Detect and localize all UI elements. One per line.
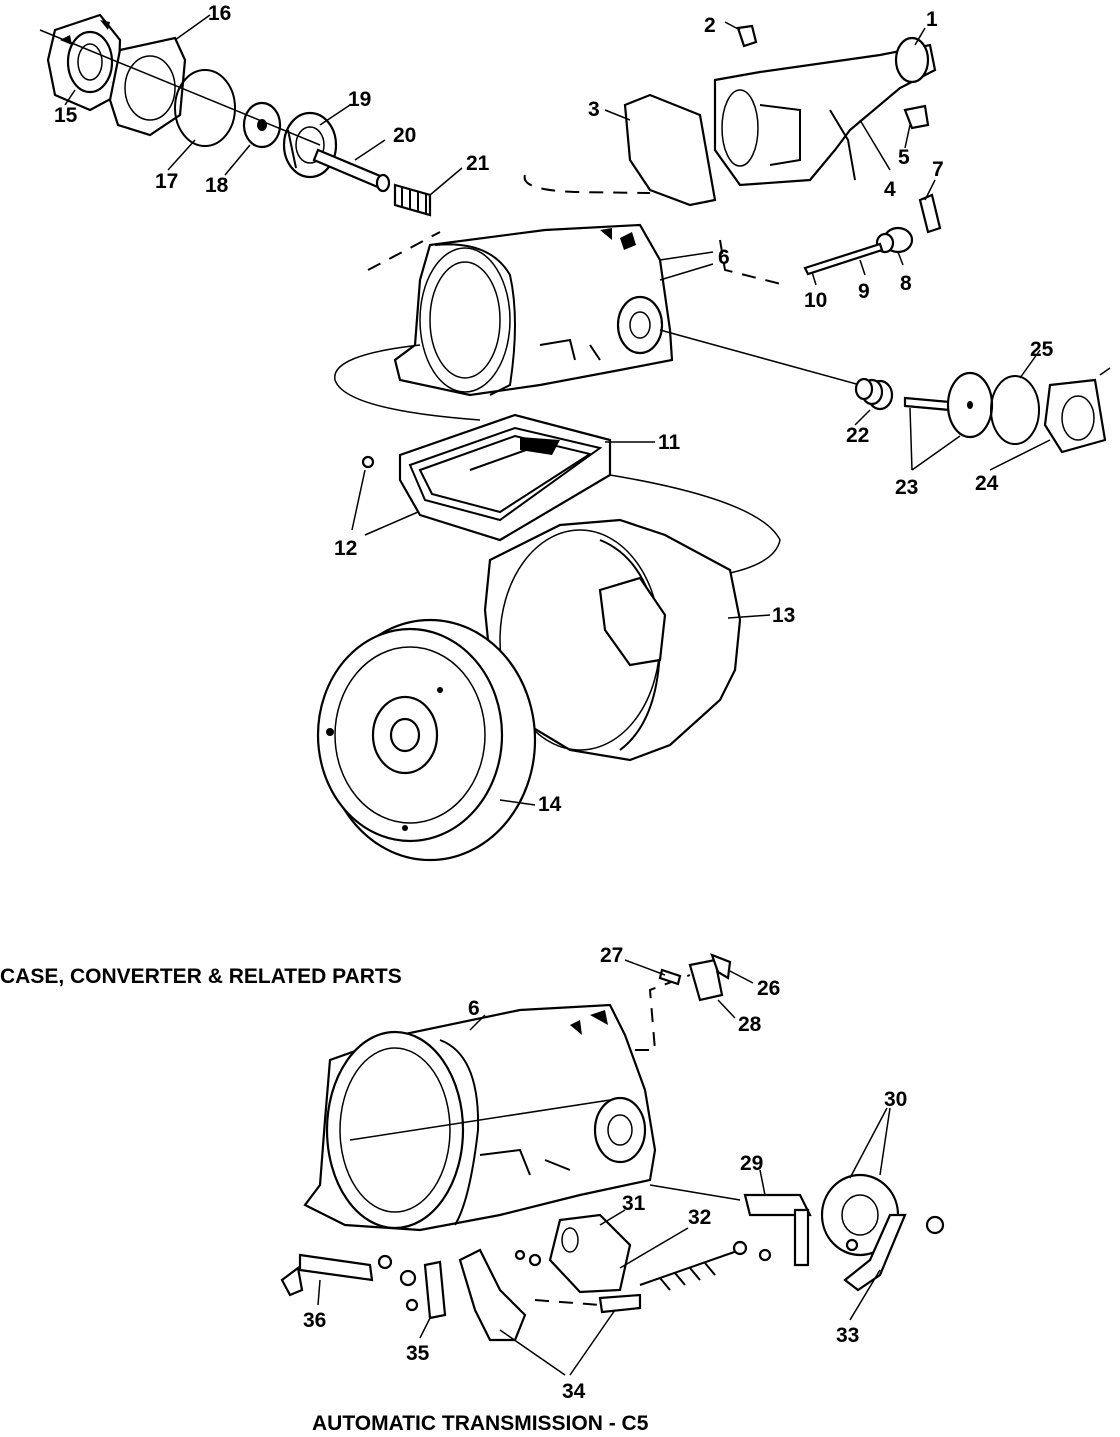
callout-1: 1 xyxy=(926,8,938,31)
callout-6-lower: 6 xyxy=(468,997,480,1020)
part-gasket-3 xyxy=(623,93,717,207)
part-torque-converter xyxy=(316,618,537,862)
callout-8: 8 xyxy=(900,272,912,295)
callout-29: 29 xyxy=(740,1152,763,1175)
callout-2: 2 xyxy=(704,14,716,37)
callout-32: 32 xyxy=(688,1206,711,1229)
callout-33: 33 xyxy=(836,1324,859,1347)
callout-22: 22 xyxy=(846,424,869,447)
callout-4: 4 xyxy=(884,178,896,201)
callout-20: 20 xyxy=(393,124,416,147)
part-o-ring-25 xyxy=(990,375,1040,445)
part-spring-rod-32 xyxy=(639,1240,748,1291)
part-linkage-34 xyxy=(458,1248,642,1342)
callout-31: 31 xyxy=(622,1192,646,1215)
callout-13: 13 xyxy=(772,604,795,627)
part-extension-housing xyxy=(713,36,937,187)
part-servo-cover-24 xyxy=(1043,378,1107,454)
callout-23: 23 xyxy=(895,476,918,499)
part-piston-23 xyxy=(903,371,994,439)
part-vent-2 xyxy=(736,24,758,48)
part-shaft-9 xyxy=(803,242,884,276)
callout-numbers: 1 2 3 4 5 6 7 8 9 10 11 12 13 14 15 16 1… xyxy=(54,2,1054,1403)
part-pump-gasket xyxy=(108,36,187,137)
part-washer-18 xyxy=(242,101,282,149)
callout-6: 6 xyxy=(718,246,730,269)
leader-lines xyxy=(64,14,1051,1376)
callout-12: 12 xyxy=(334,537,357,560)
diagram-title: AUTOMATIC TRANSMISSION - C5 xyxy=(312,1412,649,1432)
part-spring-21 xyxy=(393,183,432,217)
callout-10: 10 xyxy=(804,289,827,312)
callout-26: 26 xyxy=(757,977,780,1000)
part-lever-33 xyxy=(843,1213,907,1292)
part-bolt-12 xyxy=(361,455,375,469)
part-transmission-case-upper xyxy=(393,223,674,397)
part-bracket-28 xyxy=(688,958,724,1002)
part-bracket-35 xyxy=(399,1260,447,1320)
part-transmission-case-lower xyxy=(303,1003,657,1232)
part-modulator-30 xyxy=(820,1173,945,1257)
part-front-pump-housing xyxy=(46,13,122,112)
callout-34: 34 xyxy=(562,1380,586,1403)
callout-5: 5 xyxy=(898,146,910,169)
callout-7: 7 xyxy=(932,158,944,181)
callout-25: 25 xyxy=(1030,338,1054,361)
part-lever-7 xyxy=(918,193,942,234)
callout-19: 19 xyxy=(348,88,371,111)
callout-30: 30 xyxy=(884,1088,907,1111)
callout-15: 15 xyxy=(54,104,78,127)
part-shaft-20 xyxy=(312,148,391,193)
part-bolt-33 xyxy=(845,1238,859,1252)
callout-18: 18 xyxy=(205,174,229,197)
callout-35: 35 xyxy=(406,1342,430,1365)
callout-3: 3 xyxy=(588,98,600,121)
callout-21: 21 xyxy=(466,152,490,175)
section-caption: CASE, CONVERTER & RELATED PARTS xyxy=(0,965,402,988)
part-pump-gear-19 xyxy=(282,111,338,179)
callout-14: 14 xyxy=(538,793,562,816)
part-valve-29 xyxy=(743,1193,812,1267)
callout-17: 17 xyxy=(155,170,178,193)
callout-36: 36 xyxy=(303,1309,326,1332)
part-seal-5 xyxy=(903,104,930,130)
part-plate-31 xyxy=(548,1213,632,1294)
part-clip-26 xyxy=(710,953,732,980)
part-oil-pan xyxy=(398,413,612,542)
part-rod-36 xyxy=(280,1253,393,1297)
callout-9: 9 xyxy=(858,280,870,303)
part-o-ring-17 xyxy=(174,69,236,147)
part-converter-housing xyxy=(483,518,742,762)
part-servo-22 xyxy=(854,377,894,411)
callout-24: 24 xyxy=(975,472,999,495)
part-pin-27 xyxy=(658,968,682,986)
callout-11: 11 xyxy=(658,431,681,454)
part-nut-32 xyxy=(758,1248,772,1262)
callout-28: 28 xyxy=(738,1013,762,1036)
callout-16: 16 xyxy=(208,2,231,25)
callout-27: 27 xyxy=(600,944,623,967)
